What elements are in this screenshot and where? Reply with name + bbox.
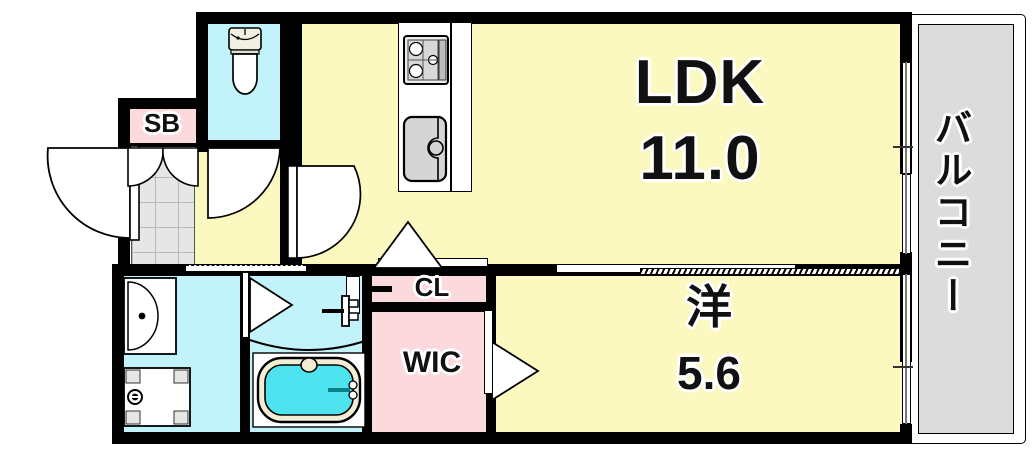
bathroom-door-panel[interactable] [242,272,249,338]
wall-shoebox-bottom [126,143,198,147]
label-western-area: 5.6 [677,347,741,399]
entry-folding-doors[interactable] [126,146,200,218]
sliding-door-ldk-mullion [905,174,907,254]
window-ldk-upper-mullion [905,62,907,174]
sliding-door-western-mullion [905,274,907,424]
label-cl: CL [414,272,450,302]
label-balcony: バルコニー [928,108,970,318]
window-ldk-upper[interactable] [902,62,911,174]
sliding-door-ldk[interactable] [902,174,911,254]
wall-tick-upper [893,146,913,148]
washbasin-icon [123,277,177,355]
kitchen-counter-edge [450,22,452,192]
ldk-door-swing[interactable] [287,164,362,270]
window-washroom[interactable] [186,265,306,272]
shower-faucet-icon [322,295,359,327]
wall-lower-left [112,264,124,444]
room-fill-shoebox [126,108,198,143]
hall-opening-triangle-marker [372,220,444,269]
gas-stove-icon [403,35,449,85]
bathtub-icon [252,352,366,428]
bathroom-door-arrow[interactable] [248,276,296,334]
wall-tick-lower [893,366,913,368]
partition-hatched-curtain [640,268,900,275]
wic-door-panel[interactable] [484,310,493,394]
wall-toilet-bottom [196,140,292,150]
entrance-door-swing[interactable] [38,142,143,252]
washing-machine-pan-icon [123,367,191,427]
wall-bath-wic-divider [362,264,372,444]
label-western-name: 洋 [686,281,732,333]
kitchen-sink-icon [402,115,448,183]
label-sb: SB [143,108,181,138]
wall-right-lower [900,424,912,444]
label-ldk-area: 11.0 [639,124,761,193]
wall-top-main [196,12,912,24]
wic-door-arrow[interactable] [490,340,542,402]
label-wic: WIC [402,346,462,379]
wall-ldk-left [292,12,302,270]
toilet-icon [228,27,262,95]
balcony-inner-frame [918,24,1014,434]
bathroom-step-curve [249,339,369,351]
room-fill-wic [372,312,490,437]
toilet-door-swing[interactable] [206,146,286,222]
sliding-door-western[interactable] [902,274,911,424]
wall-bottom [112,432,912,444]
label-ldk-name: LDK [634,48,766,117]
wall-entry-top [118,98,208,109]
wall-toilet-left [196,12,208,152]
wall-cl-wic-divider [362,302,492,312]
room-fill-western [495,272,910,437]
room-fill-ldk [290,18,910,276]
cl-shelf-mark [366,286,392,292]
wall-washroom-bath-divider [240,264,250,444]
